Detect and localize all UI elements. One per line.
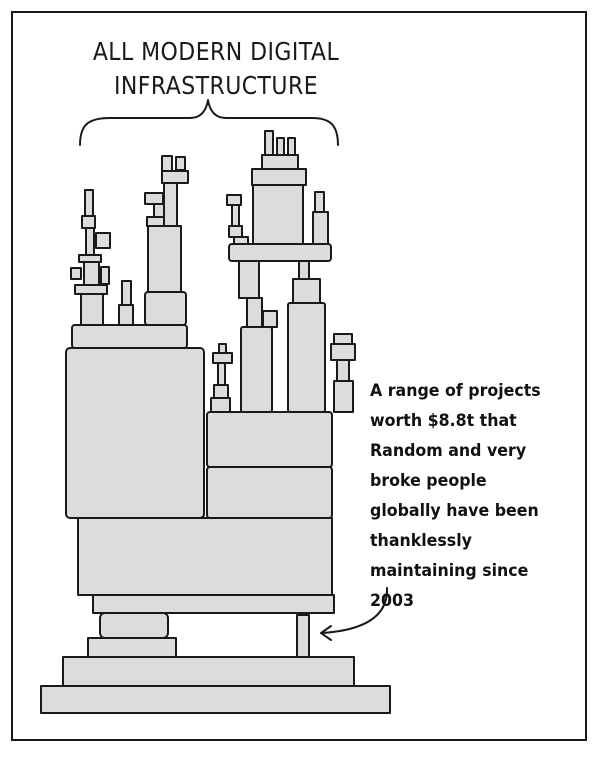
block-e1 xyxy=(210,397,231,413)
tower-cap-upper xyxy=(261,154,299,170)
block-d8 xyxy=(161,155,173,172)
tower-cap xyxy=(251,168,307,186)
block-a5 xyxy=(85,227,95,256)
block-j1 xyxy=(312,211,329,245)
tower-main-block xyxy=(252,184,304,245)
crossbar-slab xyxy=(228,243,332,262)
block-i1 xyxy=(228,225,243,238)
block-d6 xyxy=(163,182,178,227)
block-a7 xyxy=(84,189,94,217)
small-foot-block xyxy=(87,637,177,658)
block-d2 xyxy=(147,225,182,293)
block-g3 xyxy=(298,260,310,280)
base-slab xyxy=(40,685,391,714)
panel-border xyxy=(11,11,587,741)
crossbar-small-block xyxy=(233,236,249,245)
caption-line: worth $8.8t that xyxy=(370,411,517,431)
title-bracket xyxy=(79,99,339,146)
left-big-block xyxy=(65,347,205,519)
caption-line: Random and very xyxy=(370,441,527,461)
caption-line: broke people xyxy=(370,471,487,491)
block-a2 xyxy=(74,284,108,295)
block-g2 xyxy=(292,278,321,304)
tower-peg-3 xyxy=(287,137,296,156)
block-e2 xyxy=(213,384,229,399)
block-j2 xyxy=(314,191,325,213)
tiny-support-block xyxy=(296,614,310,658)
caption-line: globally have been xyxy=(370,501,539,521)
block-f2 xyxy=(246,297,263,328)
block-f3 xyxy=(262,310,278,328)
block-a1 xyxy=(80,293,104,326)
right-block-upper xyxy=(206,411,333,468)
block-h1 xyxy=(333,380,354,413)
block-a3 xyxy=(83,261,100,286)
round-block xyxy=(99,612,169,639)
block-d5 xyxy=(144,192,164,205)
block-d4 xyxy=(153,203,165,218)
caption-arrow xyxy=(321,587,389,634)
block-f4 xyxy=(238,259,260,299)
caption-text: A range of projects worth $8.8t that Ran… xyxy=(370,376,592,616)
block-e4 xyxy=(212,352,233,364)
caption-line: thanklessly xyxy=(370,531,472,551)
block-e3 xyxy=(217,362,226,386)
block-e5 xyxy=(218,343,227,354)
block-i2 xyxy=(231,204,240,227)
caption-line: A range of projects xyxy=(370,381,541,401)
big-middle-block xyxy=(77,517,333,596)
block-b2 xyxy=(100,266,110,285)
caption-line: 2003 xyxy=(370,591,415,611)
comic-title-line-2: INFRASTRUCTURE xyxy=(113,71,319,100)
caption-line: maintaining since xyxy=(370,561,529,581)
block-d7 xyxy=(161,170,189,184)
right-block-lower xyxy=(206,466,333,519)
left-cap-slab xyxy=(71,324,188,349)
block-g1 xyxy=(287,302,326,413)
tower-peg-2 xyxy=(276,137,285,156)
block-a4 xyxy=(78,254,102,263)
block-c2 xyxy=(121,280,132,306)
block-i3 xyxy=(226,194,242,206)
block-h2 xyxy=(336,359,350,382)
tower-peg-1 xyxy=(264,130,274,156)
block-a6 xyxy=(81,215,96,229)
wide-plank xyxy=(92,594,335,614)
caption-arrowhead xyxy=(320,625,332,641)
base-slab-upper xyxy=(62,656,355,687)
block-h4 xyxy=(333,333,353,345)
block-d1 xyxy=(144,291,187,326)
block-a8 xyxy=(70,267,82,280)
block-h3 xyxy=(330,343,356,361)
block-d9 xyxy=(175,156,186,171)
block-f1 xyxy=(240,326,273,413)
block-c1 xyxy=(118,304,134,326)
comic-title-line-1: ALL MODERN DIGITAL xyxy=(92,37,340,66)
block-b1 xyxy=(95,232,111,249)
